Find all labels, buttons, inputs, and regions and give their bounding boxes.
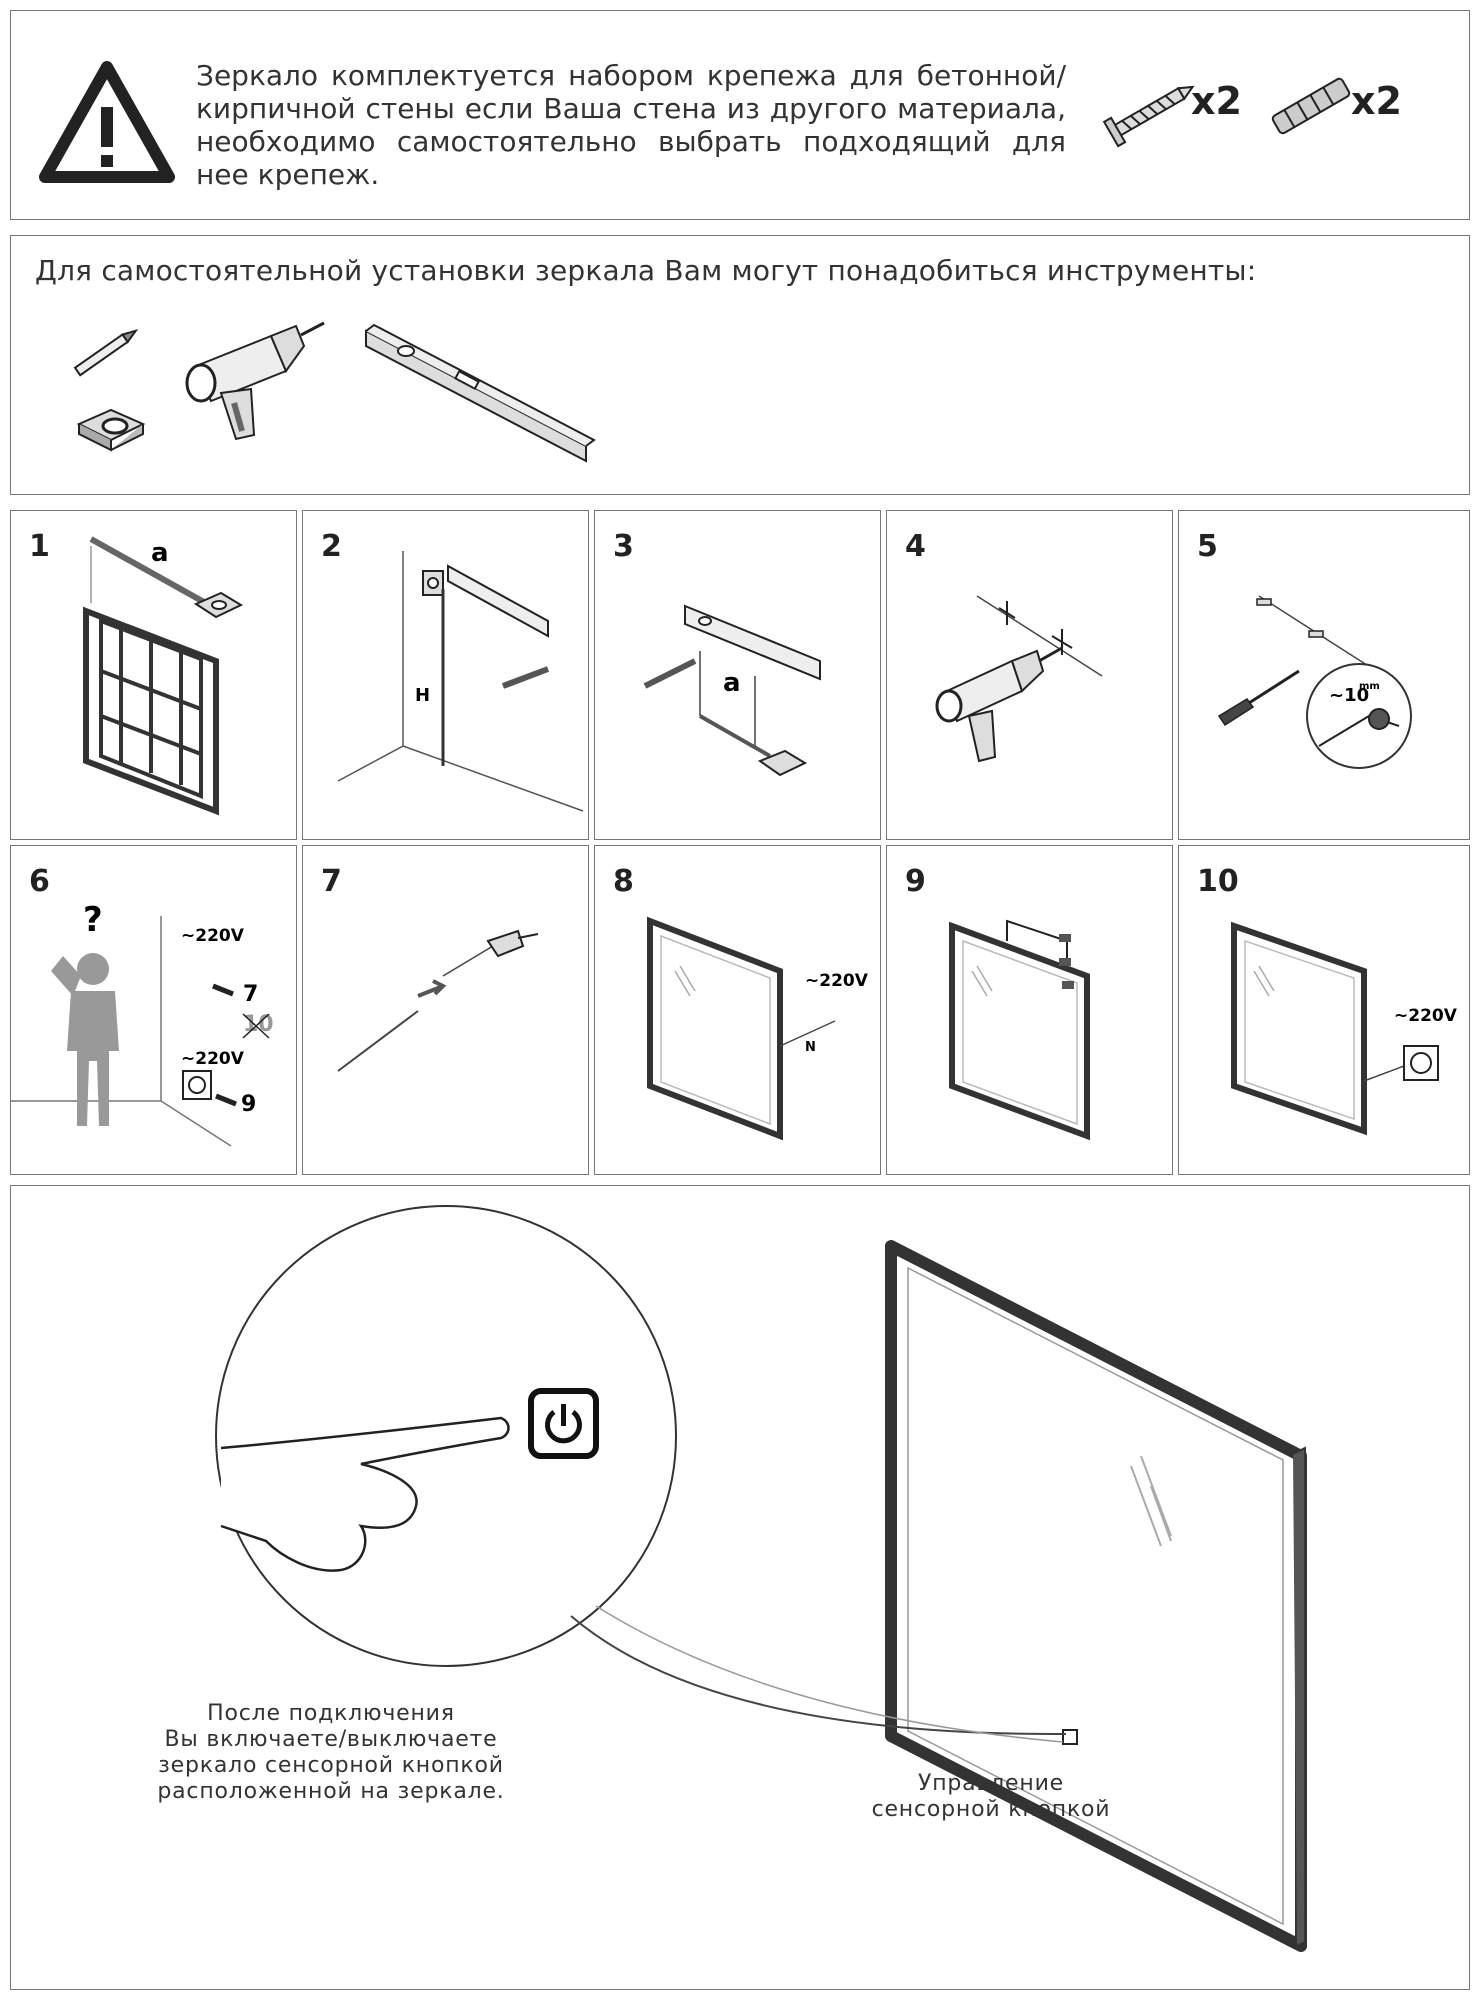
step-number: 3 xyxy=(613,529,634,564)
step-number: 5 xyxy=(1197,529,1218,564)
warning-triangle-icon xyxy=(39,61,175,183)
step-2-illustration: H xyxy=(337,551,584,812)
screw-icon xyxy=(1102,85,1195,148)
plug-icon xyxy=(486,929,525,958)
wall-socket-icon xyxy=(1403,1045,1439,1081)
svg-text:?: ? xyxy=(83,900,103,940)
dimension-10: ~10 xyxy=(1329,685,1369,706)
step-2-panel: 2 H xyxy=(302,510,589,840)
step-4-panel: 4 xyxy=(886,510,1173,840)
pointing-hand-icon xyxy=(220,1416,510,1572)
neutral-label: N xyxy=(805,1040,816,1055)
dimension-h: H xyxy=(415,685,430,706)
left-caption: После подключения Вы включаете/выключает… xyxy=(157,1701,505,1804)
step-10-panel: 10 ~220V xyxy=(1178,845,1470,1175)
touch-control-panel: После подключения Вы включаете/выключает… xyxy=(10,1185,1470,1990)
step-9-illustration xyxy=(949,919,1090,1141)
step-4-illustration xyxy=(935,595,1103,763)
step-number: 2 xyxy=(321,529,342,564)
step-7-panel: 7 xyxy=(302,845,589,1175)
step-number: 9 xyxy=(905,864,926,899)
step-1-panel: 1 a xyxy=(10,510,297,840)
step-number: 7 xyxy=(321,864,342,899)
mirror-touch-button-icon xyxy=(1062,1729,1078,1745)
step-number: 1 xyxy=(29,529,50,564)
step-number: 8 xyxy=(613,864,634,899)
step-6-illustration: ? ~220V 7 10 ~220V 9 xyxy=(11,900,274,1147)
voltage-label: ~220V xyxy=(805,971,869,991)
dowel-quantity: x2 xyxy=(1351,79,1402,123)
step-9-panel: 9 xyxy=(886,845,1173,1175)
step-number: 10 xyxy=(1197,864,1239,899)
tools-title: Для самостоятельной установки зеркала Ва… xyxy=(35,254,1257,287)
step-10-illustration: ~220V xyxy=(1231,921,1458,1136)
right-caption: Управление сенсорной кнопкой xyxy=(871,1771,1111,1822)
goto-step-9: 9 xyxy=(241,1092,256,1117)
dimension-a: a xyxy=(151,538,169,568)
warning-panel: Зеркало комплектуется набором крепежа дл… xyxy=(10,10,1470,220)
step-5-illustration: ~10 mm xyxy=(1217,595,1412,769)
step-6-panel: 6 ? ~220V 7 10 ~220V 9 xyxy=(10,845,297,1175)
touch-control-illustration xyxy=(215,1205,1307,1952)
step-5-panel: 5 ~10 mm xyxy=(1178,510,1470,840)
wall-dowel-icon xyxy=(1271,77,1351,135)
step-number: 4 xyxy=(905,529,926,564)
step-8-illustration: ~220V N xyxy=(647,916,869,1141)
spirit-level-icon xyxy=(365,323,596,463)
dimension-a: a xyxy=(723,668,741,698)
goto-step-7: 7 xyxy=(243,982,258,1007)
step-3-illustration: a xyxy=(643,604,821,777)
dimension-unit: mm xyxy=(1359,681,1380,692)
step-1-illustration: a xyxy=(83,536,244,816)
screw-quantity: x2 xyxy=(1191,79,1242,123)
step-number: 6 xyxy=(29,864,50,899)
wall-socket-icon xyxy=(182,1070,212,1100)
pencil-icon xyxy=(73,329,139,377)
thinking-person-icon xyxy=(51,953,119,1126)
tape-measure-icon xyxy=(76,408,146,452)
tools-panel: Для самостоятельной установки зеркала Ва… xyxy=(10,235,1470,495)
power-button-icon xyxy=(528,1388,599,1459)
step-7-illustration xyxy=(337,929,539,1072)
voltage-label: ~220V xyxy=(1394,1006,1458,1026)
voltage-label: ~220V xyxy=(181,926,245,946)
voltage-label: ~220V xyxy=(181,1049,245,1069)
drill-icon xyxy=(185,321,325,441)
step-3-panel: 3 a xyxy=(594,510,881,840)
step-8-panel: 8 ~220V N xyxy=(594,845,881,1175)
warning-text: Зеркало комплектуется набором крепежа дл… xyxy=(196,59,1066,191)
